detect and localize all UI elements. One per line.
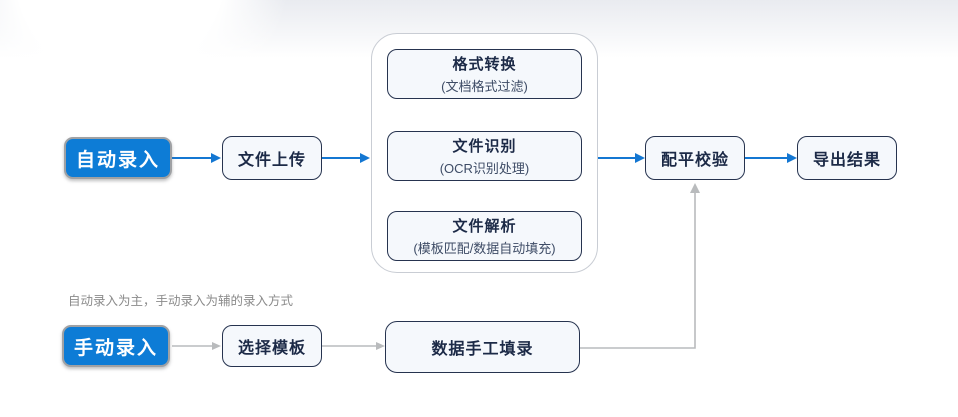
- node-export-result: 导出结果: [797, 136, 897, 180]
- node-title: 格式转换: [452, 56, 517, 73]
- entry-mode-note: 自动录入为主，手动录入为辅的录入方式: [68, 294, 294, 308]
- node-title: 文件解析: [452, 218, 517, 235]
- node-file-parse: 文件解析 (模板匹配/数据自动填充): [387, 211, 582, 261]
- node-title: 文件识别: [452, 138, 517, 155]
- auto-entry-button[interactable]: 自动录入: [64, 137, 172, 179]
- node-subtitle: (模板匹配/数据自动填充): [413, 241, 556, 256]
- node-subtitle: (文档格式过滤): [441, 79, 528, 94]
- manual-entry-button[interactable]: 手动录入: [62, 325, 170, 367]
- node-balance-check: 配平校验: [645, 136, 745, 180]
- node-file-upload: 文件上传: [222, 136, 322, 180]
- node-manual-fill: 数据手工填录: [385, 321, 580, 373]
- node-select-template: 选择模板: [222, 325, 322, 367]
- node-format-convert: 格式转换 (文档格式过滤): [387, 49, 582, 99]
- node-file-recognize: 文件识别 (OCR识别处理): [387, 131, 582, 181]
- node-subtitle: (OCR识别处理): [439, 161, 530, 176]
